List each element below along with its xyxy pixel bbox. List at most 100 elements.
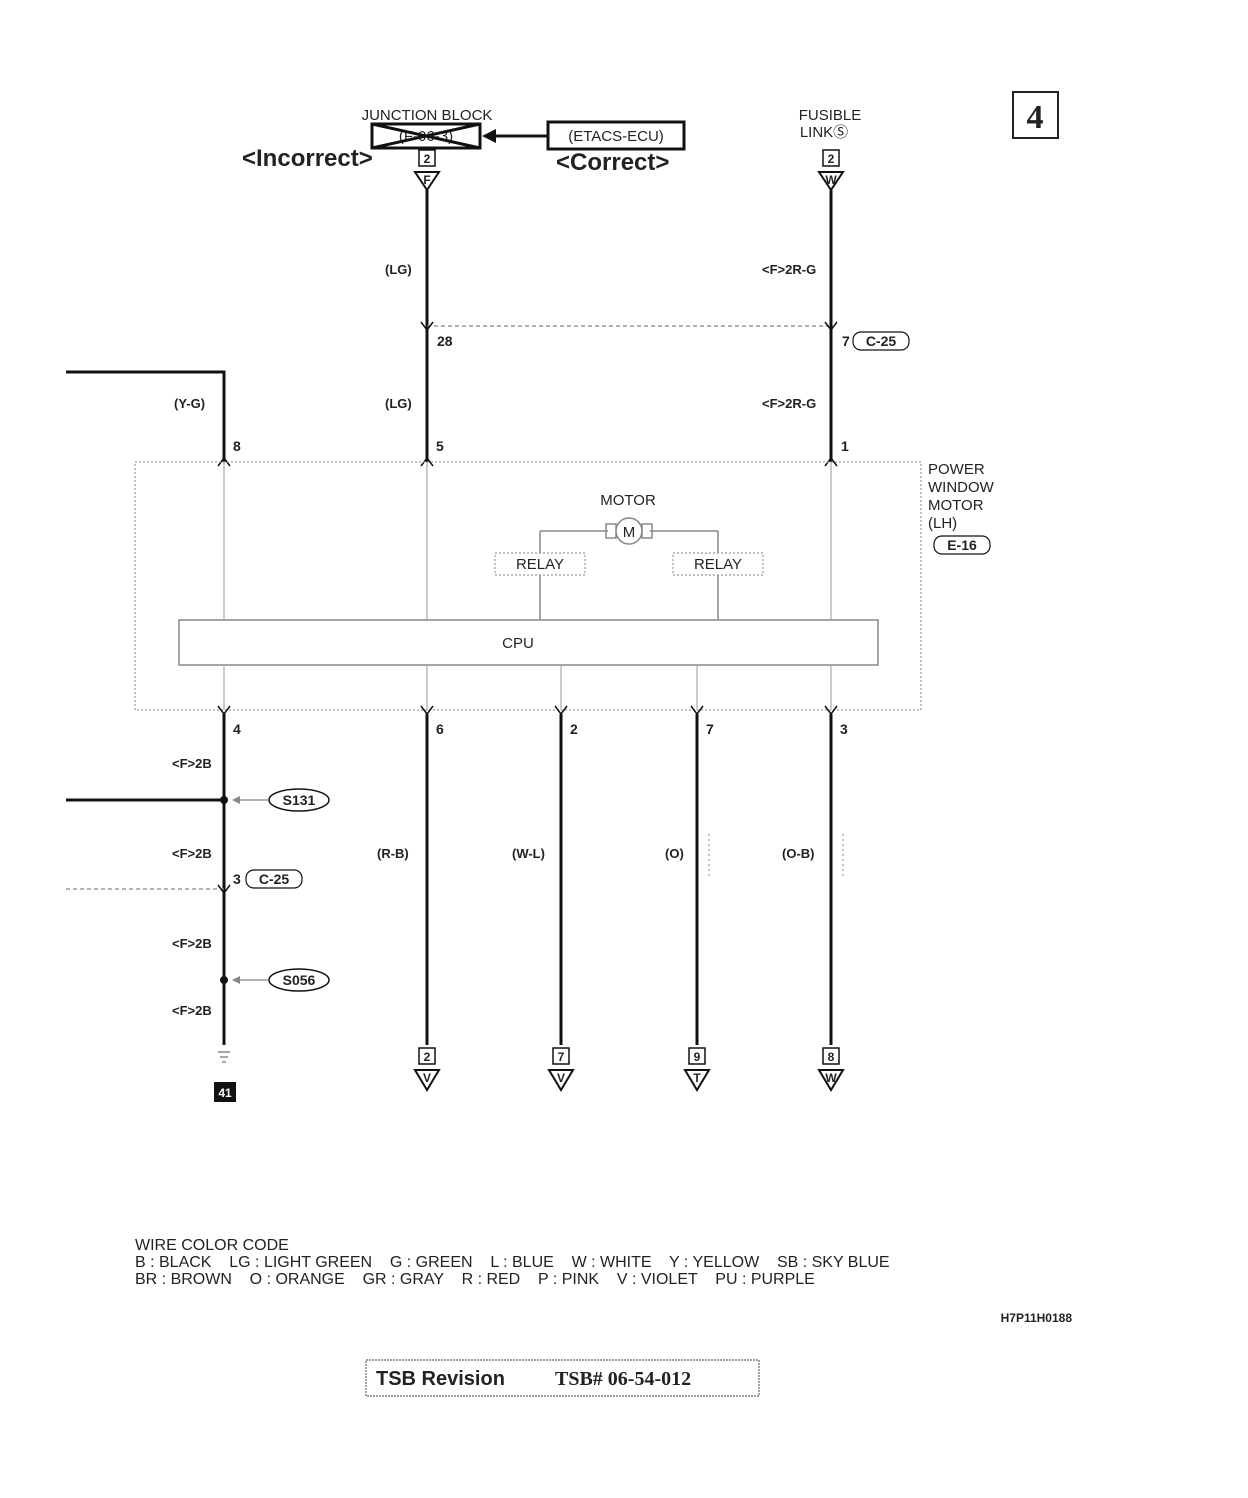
conn-e16-box — [933, 535, 991, 555]
wire-label-b-3: <F>2B — [172, 936, 212, 951]
connector-mark-7 — [824, 321, 838, 332]
jb-pin: 2 — [424, 152, 431, 166]
motor-pin-top-1: 1 — [841, 438, 849, 454]
ref-arrow-wl-letter: V — [557, 1071, 565, 1085]
cpu-label: CPU — [502, 635, 534, 652]
splice-s056-dot — [220, 976, 228, 984]
incorrect-cross-line-2 — [371, 122, 481, 150]
wire-label-b-2: <F>2B — [172, 846, 212, 861]
motor-title-2: WINDOW — [928, 479, 995, 496]
motor-pin-bottom-6: 6 — [436, 721, 444, 737]
conn-c25-box-lower — [245, 869, 303, 889]
jb-arrow — [413, 171, 441, 192]
fusible-link-label-1: FUSIBLE — [799, 107, 862, 124]
legend-title: WIRE COLOR CODE — [135, 1237, 289, 1254]
ref-box-rb — [418, 1047, 436, 1065]
wire-label-r-b: (R-B) — [377, 846, 409, 861]
incorrect-label: <Incorrect> — [242, 145, 373, 172]
ground-ref-label: 41 — [218, 1086, 232, 1100]
ref-arrow-o-letter: T — [693, 1071, 701, 1085]
splice-s131 — [268, 788, 330, 812]
splice-s131-dot — [220, 796, 228, 804]
motor-label: MOTOR — [600, 492, 656, 509]
wire-label-o: (O) — [665, 846, 684, 861]
power-window-motor-box — [134, 461, 922, 711]
motor-pin-bottom-2: 2 — [570, 721, 578, 737]
motor-symbol-letter: M — [623, 524, 636, 541]
correction-arrow-head — [482, 129, 496, 143]
page-number: 4 — [1027, 99, 1044, 136]
motor-pin-bottom-4: 4 — [233, 721, 241, 737]
ref-box-ob-label: 8 — [828, 1050, 835, 1064]
ref-arrow-ob-letter: W — [825, 1071, 837, 1085]
ref-arrow-rb-letter: V — [423, 1071, 431, 1085]
figure-code: H7P11H0188 — [1001, 1311, 1073, 1325]
fusible-link-label-2: LINKⓈ — [800, 124, 848, 141]
motor-title-1: POWER — [928, 461, 985, 478]
wire-label-o-b: (O-B) — [782, 846, 815, 861]
conn-c25-box-upper — [852, 331, 910, 351]
junction-block-label: JUNCTION BLOCK — [362, 107, 493, 124]
jb-pin-box — [418, 149, 436, 167]
ref-arrow-wl — [547, 1069, 575, 1092]
pin-mark-5 — [420, 456, 434, 467]
tsb-box — [365, 1359, 760, 1397]
tsb-label: TSB Revision — [376, 1368, 505, 1390]
motor-pin-top-5: 5 — [436, 438, 444, 454]
ground-ref-box — [214, 1082, 236, 1102]
pin-mark-1 — [824, 456, 838, 467]
conn-c25-label-upper: C-25 — [866, 333, 897, 349]
page-number-box — [1012, 91, 1059, 139]
splice-s056 — [268, 968, 330, 992]
connector-mark-28 — [420, 321, 434, 332]
legend-line-1: B : BLACK LG : LIGHT GREEN G : GREEN L :… — [135, 1254, 890, 1271]
wire-label-b-1: <F>2B — [172, 756, 212, 771]
ref-box-rb-label: 2 — [424, 1050, 431, 1064]
ref-box-ob — [822, 1047, 840, 1065]
pin-7-c25: 7 — [842, 333, 850, 349]
motor-pin-bottom-7: 7 — [706, 721, 714, 737]
fl-pin-box — [822, 149, 840, 167]
etacs-label: (ETACS-ECU) — [568, 128, 664, 145]
junction-connector-box — [370, 122, 482, 150]
fl-pin: 2 — [828, 152, 835, 166]
ref-arrow-rb — [413, 1069, 441, 1092]
wire-label-lg-2: (LG) — [385, 396, 412, 411]
tsb-number: TSB# 06-54-012 — [555, 1368, 691, 1390]
splice-s056-pointer-head — [232, 976, 240, 984]
motor-title-4: (LH) — [928, 515, 957, 532]
motor-pin-bottom-3: 3 — [840, 721, 848, 737]
wire-y-g — [66, 370, 226, 462]
correct-label: <Correct> — [556, 149, 669, 176]
wire-label-r-g-1: <F>2R-G — [762, 262, 816, 277]
wire-label-y-g: (Y-G) — [174, 396, 205, 411]
wire-label-lg-1: (LG) — [385, 262, 412, 277]
pin-28: 28 — [437, 333, 453, 349]
wire-label-r-g-2: <F>2R-G — [762, 396, 816, 411]
ref-box-o — [688, 1047, 706, 1065]
wire-label-b-4: <F>2B — [172, 1003, 212, 1018]
ref-arrow-o — [683, 1069, 711, 1092]
pin-mark-8 — [217, 456, 231, 467]
jb-arrow-letter: F — [423, 173, 430, 187]
ref-box-wl-label: 7 — [558, 1050, 565, 1064]
splice-s131-pointer-head — [232, 796, 240, 804]
motor-symbol — [615, 517, 643, 545]
legend-line-2: BR : BROWN O : ORANGE GR : GRAY R : RED … — [135, 1271, 815, 1288]
fl-arrow-letter: W — [825, 173, 837, 187]
relay-1-label: RELAY — [516, 556, 564, 573]
splice-s131-label: S131 — [283, 792, 316, 808]
ref-box-wl — [552, 1047, 570, 1065]
cpu-box — [178, 619, 879, 666]
motor-title-3: MOTOR — [928, 497, 984, 514]
etacs-box — [546, 120, 686, 151]
conn-c25-label-lower: C-25 — [259, 871, 290, 887]
pin-3-c25: 3 — [233, 871, 241, 887]
splice-s056-label: S056 — [283, 972, 316, 988]
ref-box-o-label: 9 — [694, 1050, 701, 1064]
ref-arrow-ob — [817, 1069, 845, 1092]
connector-mark-3 — [217, 884, 231, 895]
relay-2-label: RELAY — [694, 556, 742, 573]
fl-arrow — [817, 171, 845, 192]
